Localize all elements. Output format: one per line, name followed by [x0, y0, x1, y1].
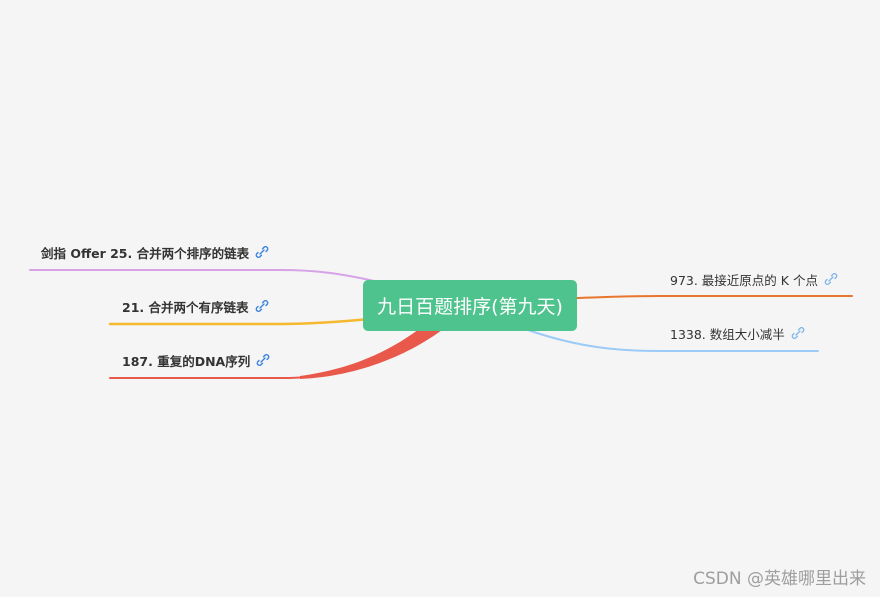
- node-left-1[interactable]: 剑指 Offer 25. 合并两个排序的链表: [41, 243, 269, 261]
- node-left-3-label: 187. 重复的DNA序列: [122, 353, 251, 369]
- node-left-1-label: 剑指 Offer 25. 合并两个排序的链表: [41, 245, 250, 261]
- root-node-label: 九日百题排序(第九天): [377, 296, 563, 318]
- node-right-2-label: 1338. 数组大小减半: [670, 326, 785, 342]
- link-icon[interactable]: [256, 353, 270, 367]
- node-right-2[interactable]: 1338. 数组大小减半: [670, 324, 805, 342]
- edge-right-2: [527, 329, 819, 352]
- link-icon[interactable]: [791, 326, 805, 340]
- edge-right-1: [576, 295, 853, 299]
- node-right-1-label: 973. 最接近原点的 K 个点: [670, 272, 818, 288]
- edge-left-2: [108, 316, 382, 326]
- node-left-2-label: 21. 合并两个有序链表: [122, 299, 249, 315]
- link-icon[interactable]: [255, 245, 269, 259]
- node-left-2[interactable]: 21. 合并两个有序链表: [122, 297, 269, 315]
- link-icon[interactable]: [824, 272, 838, 286]
- node-right-1[interactable]: 973. 最接近原点的 K 个点: [670, 270, 838, 288]
- link-icon[interactable]: [255, 299, 269, 313]
- watermark: CSDN @英雄哪里出来: [693, 569, 866, 589]
- edge-left-1: [29, 269, 396, 287]
- root-node[interactable]: 九日百题排序(第九天): [363, 280, 577, 331]
- node-left-3[interactable]: 187. 重复的DNA序列: [122, 351, 270, 369]
